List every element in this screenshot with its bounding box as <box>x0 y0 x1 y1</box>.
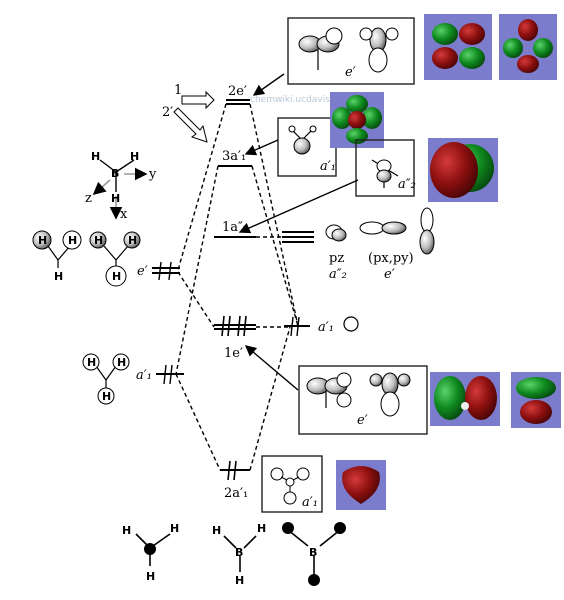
left-e-level <box>152 261 180 281</box>
orbital-render-2e-b <box>499 14 557 80</box>
h3-a1-sketch <box>82 353 130 405</box>
h3a1-h2: H <box>117 356 126 369</box>
bottom2-h2: H <box>257 522 266 535</box>
left-e-label: e′ <box>137 264 148 279</box>
bottom2-h1: H <box>212 524 221 537</box>
low-e-box <box>298 365 428 435</box>
level-3a1-label: 3a′₁ <box>222 149 246 164</box>
axis-z: z <box>85 191 92 206</box>
low-e-sketch-2 <box>369 372 411 417</box>
h3a1-h1: H <box>87 356 96 369</box>
orbital-render-2a1 <box>336 460 386 510</box>
py-orbital-sketch <box>419 207 435 255</box>
h3a1-h3: H <box>102 390 111 403</box>
arrows <box>238 73 359 391</box>
axis-x: x <box>120 207 128 222</box>
right-s-level <box>284 316 310 337</box>
pxpy-label: (px,py) <box>368 251 414 266</box>
orbital-render-1e-a <box>430 372 500 426</box>
h3e2-h3: H <box>112 270 121 283</box>
orbital-render-2e-a <box>424 14 492 80</box>
level-2a1-label: 2a′₁ <box>224 486 248 501</box>
level-2e-label: 2e′ <box>228 84 247 99</box>
bottom-bh3-structure <box>223 535 257 572</box>
bottom-a1-label: a′₁ <box>302 495 318 510</box>
h3e1-h3: H <box>54 270 63 283</box>
bh3-h3: H <box>111 192 120 205</box>
mark-1: 1 <box>174 83 182 98</box>
bottom1-h2: H <box>170 522 179 535</box>
mid-a2-sketch <box>371 159 399 188</box>
right-s-label: a′₁ <box>318 320 334 335</box>
pz-symmetry-label: a″₂ <box>329 267 347 282</box>
h3e1-h1: H <box>38 234 47 247</box>
level-1e-label: 1e′ <box>224 346 243 361</box>
correlation-lines <box>175 103 299 471</box>
top-orbital-box <box>287 17 415 85</box>
bottom2-b: B <box>235 546 243 559</box>
h3e2-h2: H <box>128 234 137 247</box>
level-2a1 <box>220 460 250 481</box>
mark-2: 2′ <box>162 105 173 120</box>
bottom2-h3: H <box>235 574 244 587</box>
bottom1-h1: H <box>122 524 131 537</box>
h3e1-h2: H <box>68 234 77 247</box>
s-orbital-sketch <box>343 316 359 332</box>
mid-a1-label: a′₁ <box>320 159 336 174</box>
bottom1-h3: H <box>146 570 155 583</box>
orbital-render-1e-b <box>511 372 561 428</box>
left-a1-level <box>156 364 184 385</box>
pz-orbital-sketch <box>325 224 347 242</box>
bottom-h3-structure <box>135 533 171 566</box>
pz-label: pz <box>329 251 344 266</box>
h3-e-sketch-2 <box>89 231 141 287</box>
bottom3-b: B <box>309 546 317 559</box>
top-orbital-sketch-2 <box>359 27 399 73</box>
top-box-label: e′ <box>345 65 356 80</box>
level-1a2-label: 1a″₂ <box>222 220 248 235</box>
watermark-text: chemwiki.ucdavis.edu <box>250 95 350 105</box>
bottom-a1-sketch <box>270 467 310 505</box>
orbital-render-1a2 <box>428 138 498 202</box>
level-1e-pair <box>214 315 256 337</box>
bh3-axes-structure <box>92 159 148 220</box>
axis-y: y <box>148 167 157 182</box>
top-orbital-sketch-1 <box>298 27 343 70</box>
orbital-render-3a1 <box>330 92 384 148</box>
h3e2-h1: H <box>94 234 103 247</box>
bottom-a1-box <box>261 455 323 513</box>
pxpy-symmetry-label: e′ <box>384 267 395 282</box>
low-e-sketch-1 <box>306 372 352 408</box>
mid-a1-sketch <box>288 125 317 155</box>
bh3-h1: H <box>91 150 100 163</box>
right-p-levels <box>282 231 314 243</box>
bh3-h2: H <box>130 150 139 163</box>
mid-a2-label: a″₂ <box>398 177 416 192</box>
pxpy-orbital-sketch <box>359 221 407 235</box>
h3-e-sketch-1 <box>32 230 82 268</box>
hollow-arrows <box>173 90 215 143</box>
low-e-label: e′ <box>357 413 368 428</box>
bottom-b-structure <box>282 522 346 586</box>
bh3-b: B <box>111 167 119 180</box>
left-a1-label: a′₁ <box>136 368 152 383</box>
mid-a2-box <box>355 139 415 197</box>
